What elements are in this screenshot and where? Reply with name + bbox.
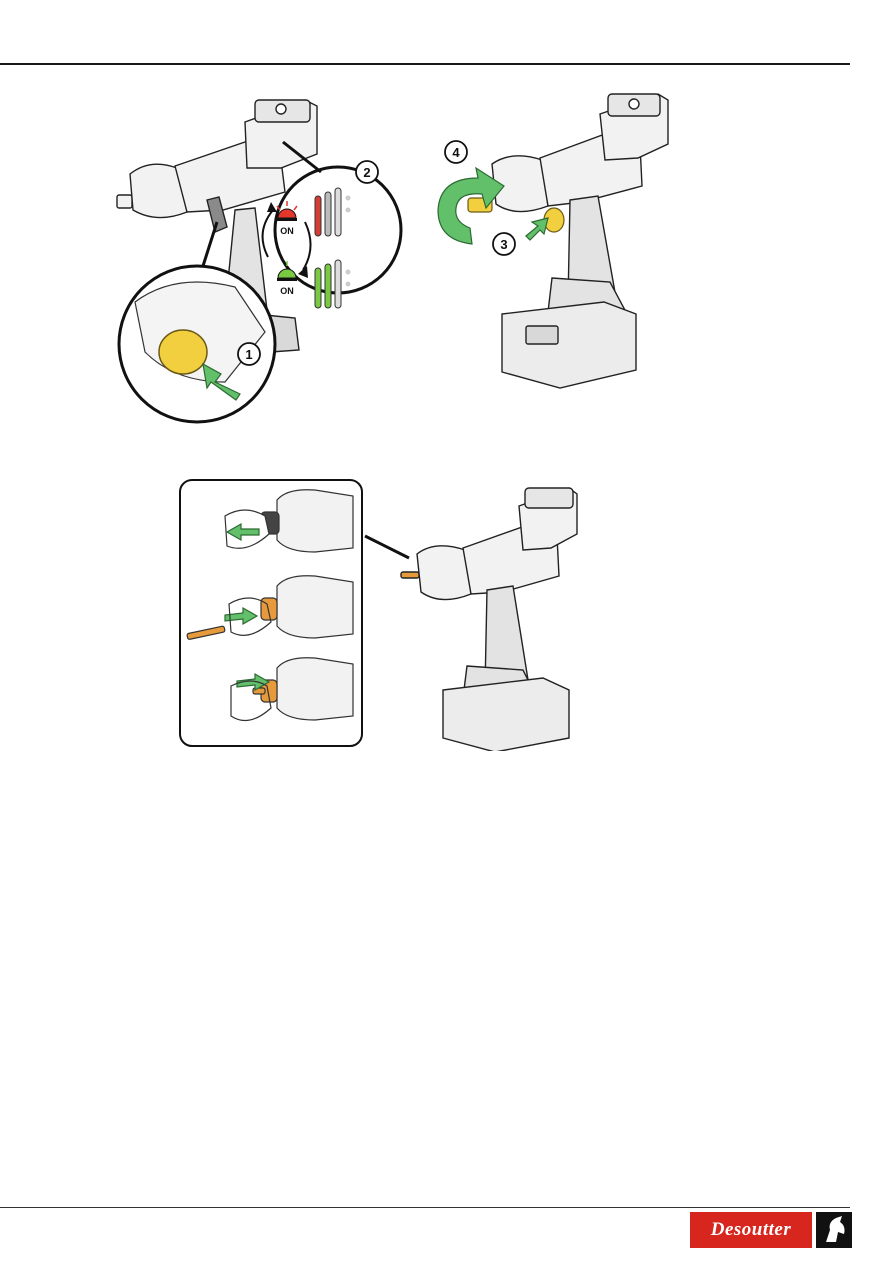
step-3-label: 3 <box>500 237 507 252</box>
figure-bit-insertion <box>165 476 615 751</box>
desoutter-logo: Desoutter <box>690 1212 812 1248</box>
footer-rule <box>0 1207 850 1208</box>
tool-illustration-right <box>492 94 668 388</box>
figure-socket-install: 4 3 <box>430 82 675 402</box>
led-on-green-label: ON <box>280 286 294 296</box>
step-1-label: 1 <box>245 347 252 362</box>
led-on-red-label: ON <box>280 226 294 236</box>
logo-wordmark: Desoutter <box>711 1219 792 1241</box>
rotate-arrow-icon <box>263 210 273 257</box>
release-button <box>159 330 207 374</box>
push-arrow-icon <box>526 218 548 240</box>
tool-illustration-bottom <box>401 488 577 751</box>
step-2-label: 2 <box>363 165 370 180</box>
header-rule <box>0 63 850 65</box>
step-4-label: 4 <box>452 145 460 160</box>
figure-release-and-led: ON ON 2 1 <box>95 82 420 432</box>
horse-head-icon <box>816 1212 852 1248</box>
